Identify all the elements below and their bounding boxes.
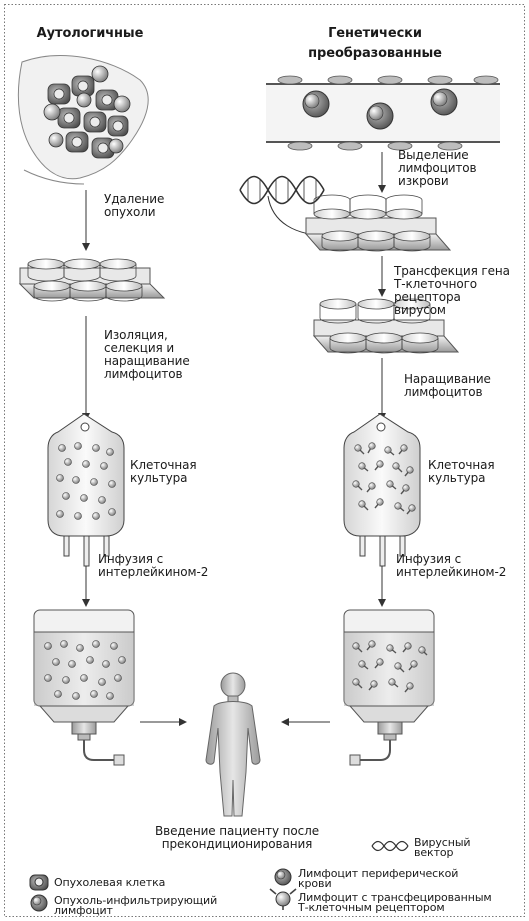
tumor-illustration [18, 56, 148, 184]
culture-plate [306, 195, 450, 251]
infusion-bottle [344, 610, 434, 765]
culture-plate [20, 259, 164, 301]
header-autologous: Аутологичные [30, 24, 150, 44]
pbl-icon [275, 869, 291, 885]
til-icon [31, 895, 47, 911]
blood-vessel [266, 76, 500, 150]
legend-tcr-lymphocyte: Лимфоцит с трансфецированным Т-клеточным… [298, 893, 492, 913]
viral-vector-icon [372, 842, 408, 851]
step-expansion: Наращивание лимфоцитов [404, 373, 491, 399]
culture-bag [344, 414, 420, 566]
header-genetically-modified: Генетически преобразованные [300, 24, 450, 64]
culture-bag [48, 414, 124, 566]
step-transfection: Трансфекция гена Т-клеточного рецептора … [394, 265, 510, 317]
tumor-cell-icon [30, 875, 48, 890]
step-left-infusion: Инфузия с интерлейкином-2 [98, 553, 208, 579]
viral-vector-helix [240, 177, 324, 204]
infusion-bottle [34, 610, 134, 765]
legend-pbl: Лимфоцит периферической крови [298, 869, 458, 889]
legend-til: Опухоль-инфильтрирующий лимфоцит [54, 896, 217, 916]
step-right-infusion: Инфузия с интерлейкином-2 [396, 553, 506, 579]
legend-viral-vector: Вирусный вектор [414, 838, 470, 858]
step-blood-isolation: Выделение лимфоцитов изкрови [398, 149, 477, 188]
step-tumor-removal: Удаление опухоли [104, 193, 164, 219]
step-right-culture: Клеточная культура [428, 459, 495, 485]
tcr-lymphocyte-icon [270, 889, 296, 910]
patient-figure [206, 673, 260, 816]
patient-caption: Введение пациенту после прекондициониров… [130, 825, 344, 851]
step-isolation: Изоляция, селекция и наращивание лимфоци… [104, 329, 190, 381]
step-left-culture: Клеточная культура [130, 459, 197, 485]
legend-tumor-cell: Опухолевая клетка [54, 878, 165, 888]
